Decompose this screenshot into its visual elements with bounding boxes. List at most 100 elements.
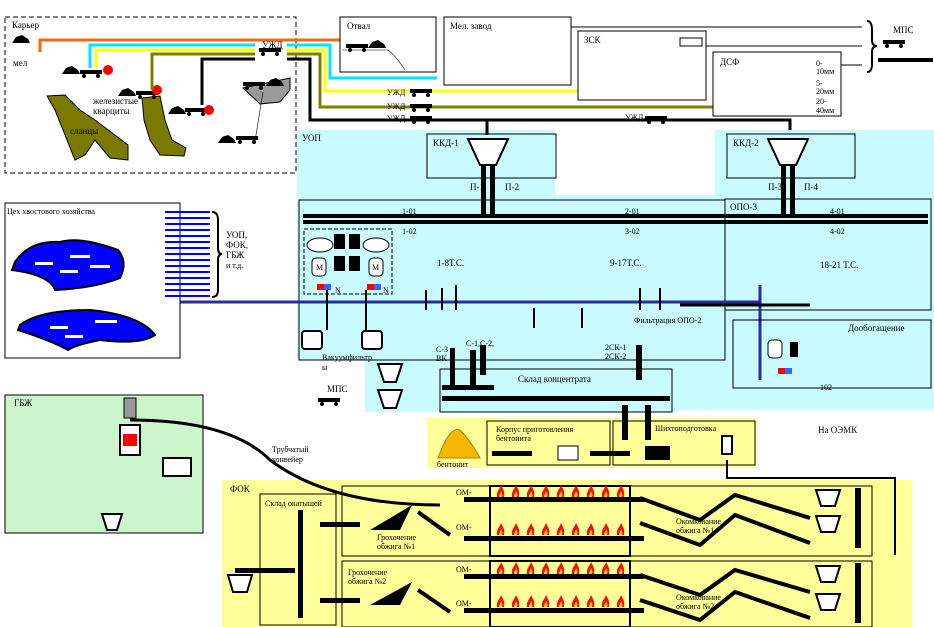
conveyor-bottom — [303, 220, 928, 224]
conveyor-top — [303, 214, 928, 218]
fraction-label: 40мм — [816, 106, 834, 115]
fok-region — [222, 480, 912, 627]
vacuum-filter-label: Вакуумфильтр — [322, 353, 372, 362]
tailings-title: Цех хвостового хозяйства — [7, 207, 95, 216]
target-label: ГБЖ — [226, 250, 245, 260]
screening-1-label: Грохочение — [377, 533, 417, 542]
shale-label: сланцы — [70, 126, 98, 136]
om-label: ОМ- — [456, 523, 472, 532]
filtration-label: Фильтрация ОПО-2 — [634, 316, 701, 325]
zsk-title: ЗСК — [584, 35, 602, 45]
conveyor-label: 1-02 — [402, 227, 417, 236]
opo3-box — [724, 198, 932, 311]
crusher-icon — [466, 138, 510, 166]
concentrate-storage-box — [439, 368, 673, 413]
c3-label: С-3 — [436, 345, 448, 354]
ts-9-17-label: 9-17Т.С. — [610, 258, 642, 268]
railway-label: УЖД — [387, 88, 406, 97]
ore-line — [200, 57, 792, 130]
bentonite-building-box — [486, 420, 611, 466]
charge-preparation-label: Шихтоподготовка — [655, 424, 717, 433]
brace — [866, 20, 878, 73]
fraction-label: 20- — [816, 97, 827, 106]
motor-label: М — [372, 263, 379, 272]
conveyor-label: 4-02 — [830, 227, 845, 236]
mill-units — [306, 234, 390, 290]
motor-label: М — [316, 263, 323, 272]
fraction-label: 20мм — [816, 87, 834, 96]
railway-label: УЖД — [387, 102, 406, 111]
pelletizing-2-label-2: обжига №2 — [676, 602, 714, 611]
tailings-distribution-lines — [165, 211, 210, 297]
vacuum-filters — [301, 330, 383, 350]
conveyor-label: 4-01 — [830, 207, 845, 216]
quartzite-line-2 — [150, 52, 713, 109]
om-label: ОМ- — [456, 565, 472, 574]
pellet-store-label: Склад окатышей — [265, 499, 323, 508]
bentonite-pile — [437, 428, 481, 459]
quartzite-deposit — [141, 95, 187, 157]
pelletizing-1-label: Окомкование — [676, 517, 721, 526]
target-label: УОП, — [226, 230, 247, 240]
pelletizing-2-label: Окомкование — [676, 593, 721, 602]
tailings-pond — [10, 239, 125, 292]
gbzh-title: ГБЖ — [14, 398, 33, 408]
uop-title: УОП — [302, 133, 321, 143]
pelletizing-1-label-2: обжига №1 — [676, 526, 714, 535]
opo3-label: ОПО-3 — [730, 202, 757, 212]
n-label: N — [383, 286, 389, 295]
screening-2-label: Грохочение — [348, 568, 388, 577]
screening-1-label-2: обжига №1 — [377, 542, 415, 551]
kkd2-label: ККД-2 — [733, 138, 759, 148]
n-label: N — [335, 286, 341, 295]
ts-18-21-label: 18-21 Т.С. — [820, 260, 858, 270]
om-label: ОМ- — [456, 599, 472, 608]
railway-label: УЖД — [387, 114, 406, 123]
mill-group — [303, 228, 393, 295]
bentonite-building-label-2: бентонита — [496, 434, 531, 443]
quarry-title: Карьер — [12, 20, 39, 30]
fok-title: ФОК — [230, 484, 251, 494]
enrichment-box — [732, 319, 932, 389]
bricks-icon — [679, 37, 703, 47]
pellet-store-box — [259, 493, 337, 626]
enrichment-title: Дообогащение — [848, 323, 904, 333]
firing-line-2 — [320, 560, 873, 627]
c1c2-label: С-1,С-2, — [466, 339, 494, 348]
dsf-box — [712, 51, 842, 117]
chalk-plant-box — [443, 16, 572, 86]
conveyor-label: 2-01 — [625, 207, 640, 216]
tailings-pond — [16, 308, 157, 352]
vacuum-filter-label-2: ы — [322, 363, 328, 372]
bentonite-region — [427, 418, 757, 468]
zsk-box — [577, 30, 707, 101]
kkd1-label: ККД-1 — [433, 138, 459, 148]
om-label: ОМ- — [456, 488, 472, 497]
shale-deposit — [46, 94, 129, 161]
p3-label: П-3 — [768, 182, 782, 192]
mps-label-mid: МПС — [327, 384, 348, 394]
conveyor-label: 3-02 — [625, 227, 640, 236]
dsf-title: ДСФ — [720, 57, 739, 67]
target-label: ФОК, — [226, 240, 248, 250]
firing-line-1 — [320, 485, 873, 557]
chalk-plant-title: Мел. завод — [450, 21, 492, 31]
tube-conveyor-label-2: конвейер — [272, 455, 303, 464]
charge-preparation-box — [612, 420, 756, 466]
concentrate-storage-title: Склад концентрата — [518, 374, 591, 384]
ts-1-8-label: 1-8Т.С. — [437, 258, 464, 268]
railway-label: УЖД — [262, 40, 283, 50]
fraction-label: 10мм — [816, 67, 834, 76]
quartzite-label-2: кварциты — [93, 106, 130, 116]
bentonite-label: бентонит — [437, 460, 469, 469]
vk-label: ВК — [436, 354, 447, 363]
fraction-label: 0- — [816, 59, 823, 68]
dump-title: Отвал — [347, 21, 371, 31]
fraction-label: 5- — [816, 79, 823, 88]
tube-conveyor-label: Трубчатый — [272, 445, 309, 454]
pit-excavation — [241, 77, 291, 105]
oemk-label: На ОЭМК — [818, 425, 858, 435]
tube-conveyor — [129, 418, 441, 507]
railway-label: УЖД — [625, 113, 644, 122]
